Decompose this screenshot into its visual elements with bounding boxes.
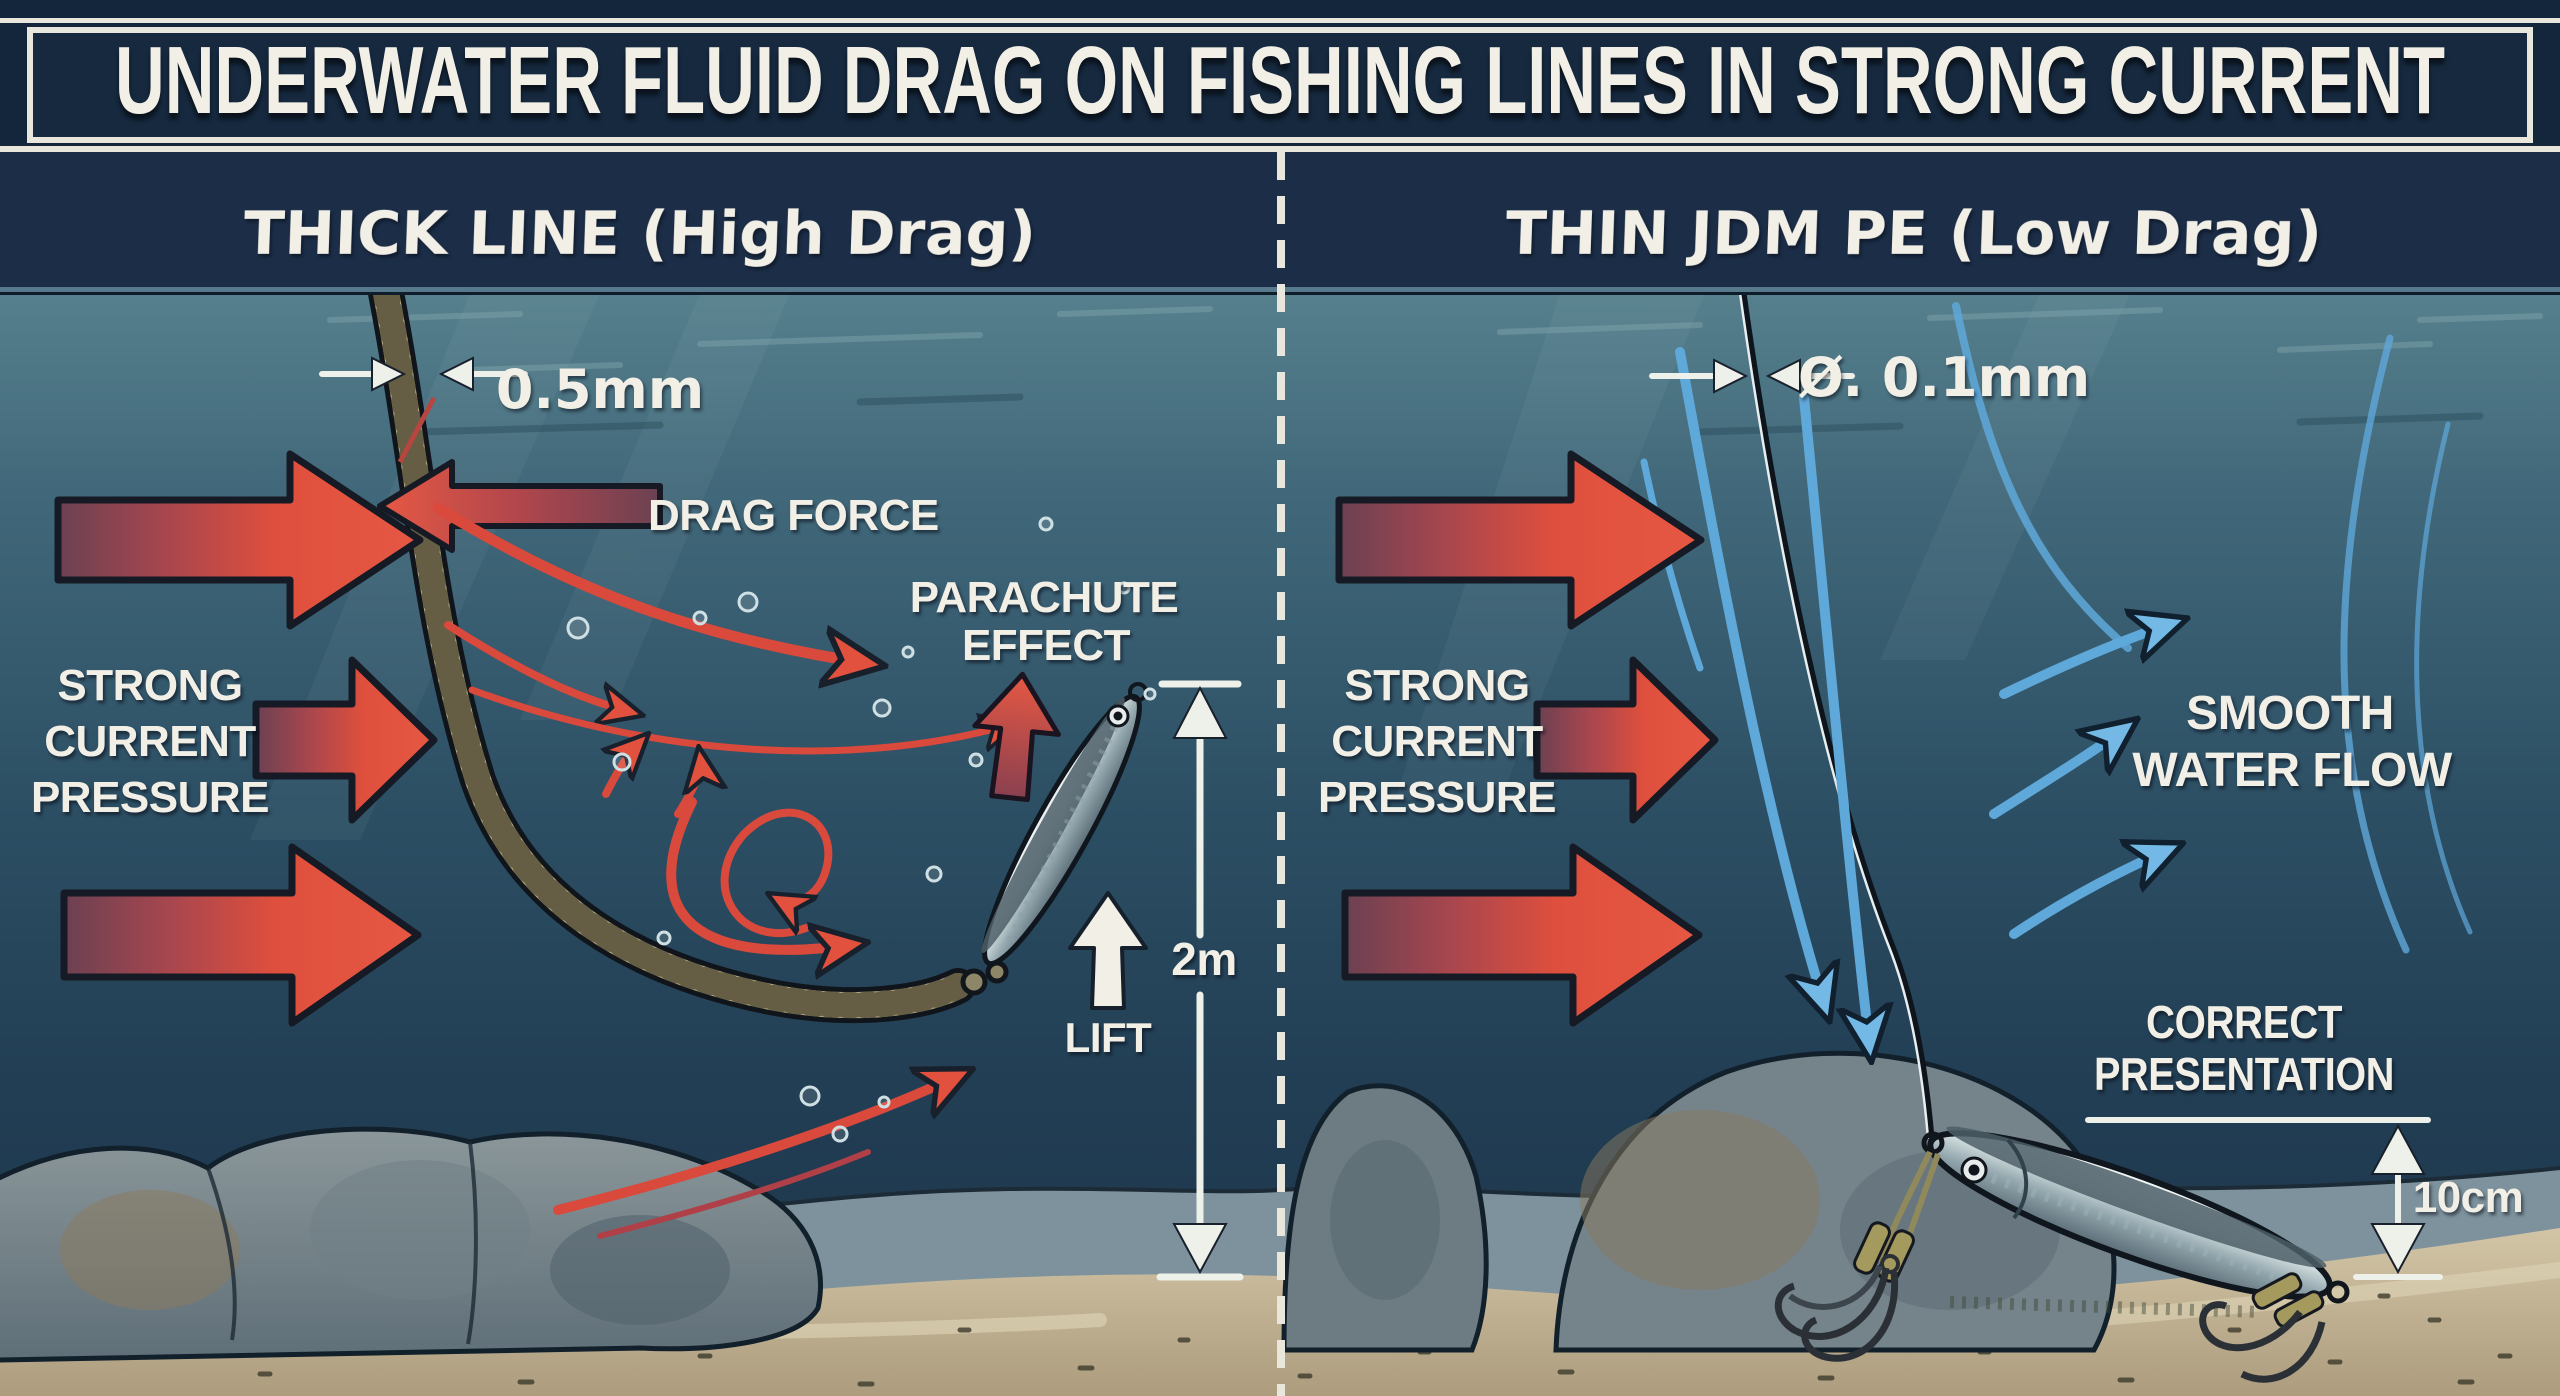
lure-gill [2006,1138,2028,1220]
left-lure [981,682,1148,967]
drag-force-arrow [377,396,663,553]
current-arrows-left [54,450,438,1027]
left-panel-heading: THICK LINE (High Drag) [242,199,1037,269]
turbulence-flow-arrows [432,502,1012,1239]
left-diameter-label: 0.5mm [496,358,704,421]
right-panel-illustration [1339,289,2473,1383]
tail-treble-hook [2199,1272,2350,1383]
header: UNDERWATER FLUID DRAG ON FISHING LINES I… [0,0,2560,152]
height-measure-10cm [2085,1117,2443,1280]
right-lure [1774,1126,2350,1383]
smooth-flow-line2: WATER FLOW [2132,744,2453,797]
correct-presentation-line2: PRESENTATION [2094,1048,2394,1100]
page-title: UNDERWATER FLUID DRAG ON FISHING LINES I… [115,28,2445,134]
right-panel-labels: Ø. 0.1mm STRONG CURRENT PRESSURE SMOOTH … [1318,346,2524,1222]
smooth-flow-arrows [1640,302,2473,1050]
height-label: 10cm [2413,1173,2524,1222]
right-diameter-label: Ø. 0.1mm [1798,346,2090,409]
smooth-flow-line1: SMOOTH [2186,687,2394,740]
left-pressure-line2: CURRENT [44,717,256,766]
bubbles [566,516,1157,1143]
front-treble-hook [1774,1150,1941,1362]
right-pressure-line3: PRESSURE [1318,773,1556,822]
lift-label: LIFT [1065,1014,1152,1061]
left-panel-illustration [54,275,1244,1281]
correct-presentation-line1: CORRECT [2146,996,2342,1048]
right-pressure-line2: CURRENT [1331,717,1543,766]
left-pressure-line1: STRONG [57,661,242,710]
left-rocks [0,1126,823,1363]
surface-light-streaks [327,306,2543,373]
depth-measure-2m [1156,680,1244,1281]
diameter-dimension-right [1649,358,1855,394]
parachute-effect-line2: EFFECT [962,621,1131,670]
right-panel-heading: THIN JDM PE (Low Drag) [1504,199,2323,269]
title-frame [27,27,2533,143]
right-pressure-line1: STRONG [1344,661,1529,710]
parachute-lift-arrow [972,671,1061,803]
depth-label: 2m [1171,933,1236,985]
left-panel-labels: 0.5mm DRAG FORCE STRONG CURRENT PRESSURE… [31,358,1237,1061]
drag-force-label: DRAG FORCE [648,491,939,540]
left-pressure-line3: PRESSURE [31,773,269,822]
lure-nose-ring [1921,1131,1945,1155]
lift-arrow [1068,891,1148,1010]
diameter-dimension-left [319,356,528,392]
dark-water-streaks [416,393,2484,436]
parachute-effect-line1: PARACHUTE [910,573,1178,622]
